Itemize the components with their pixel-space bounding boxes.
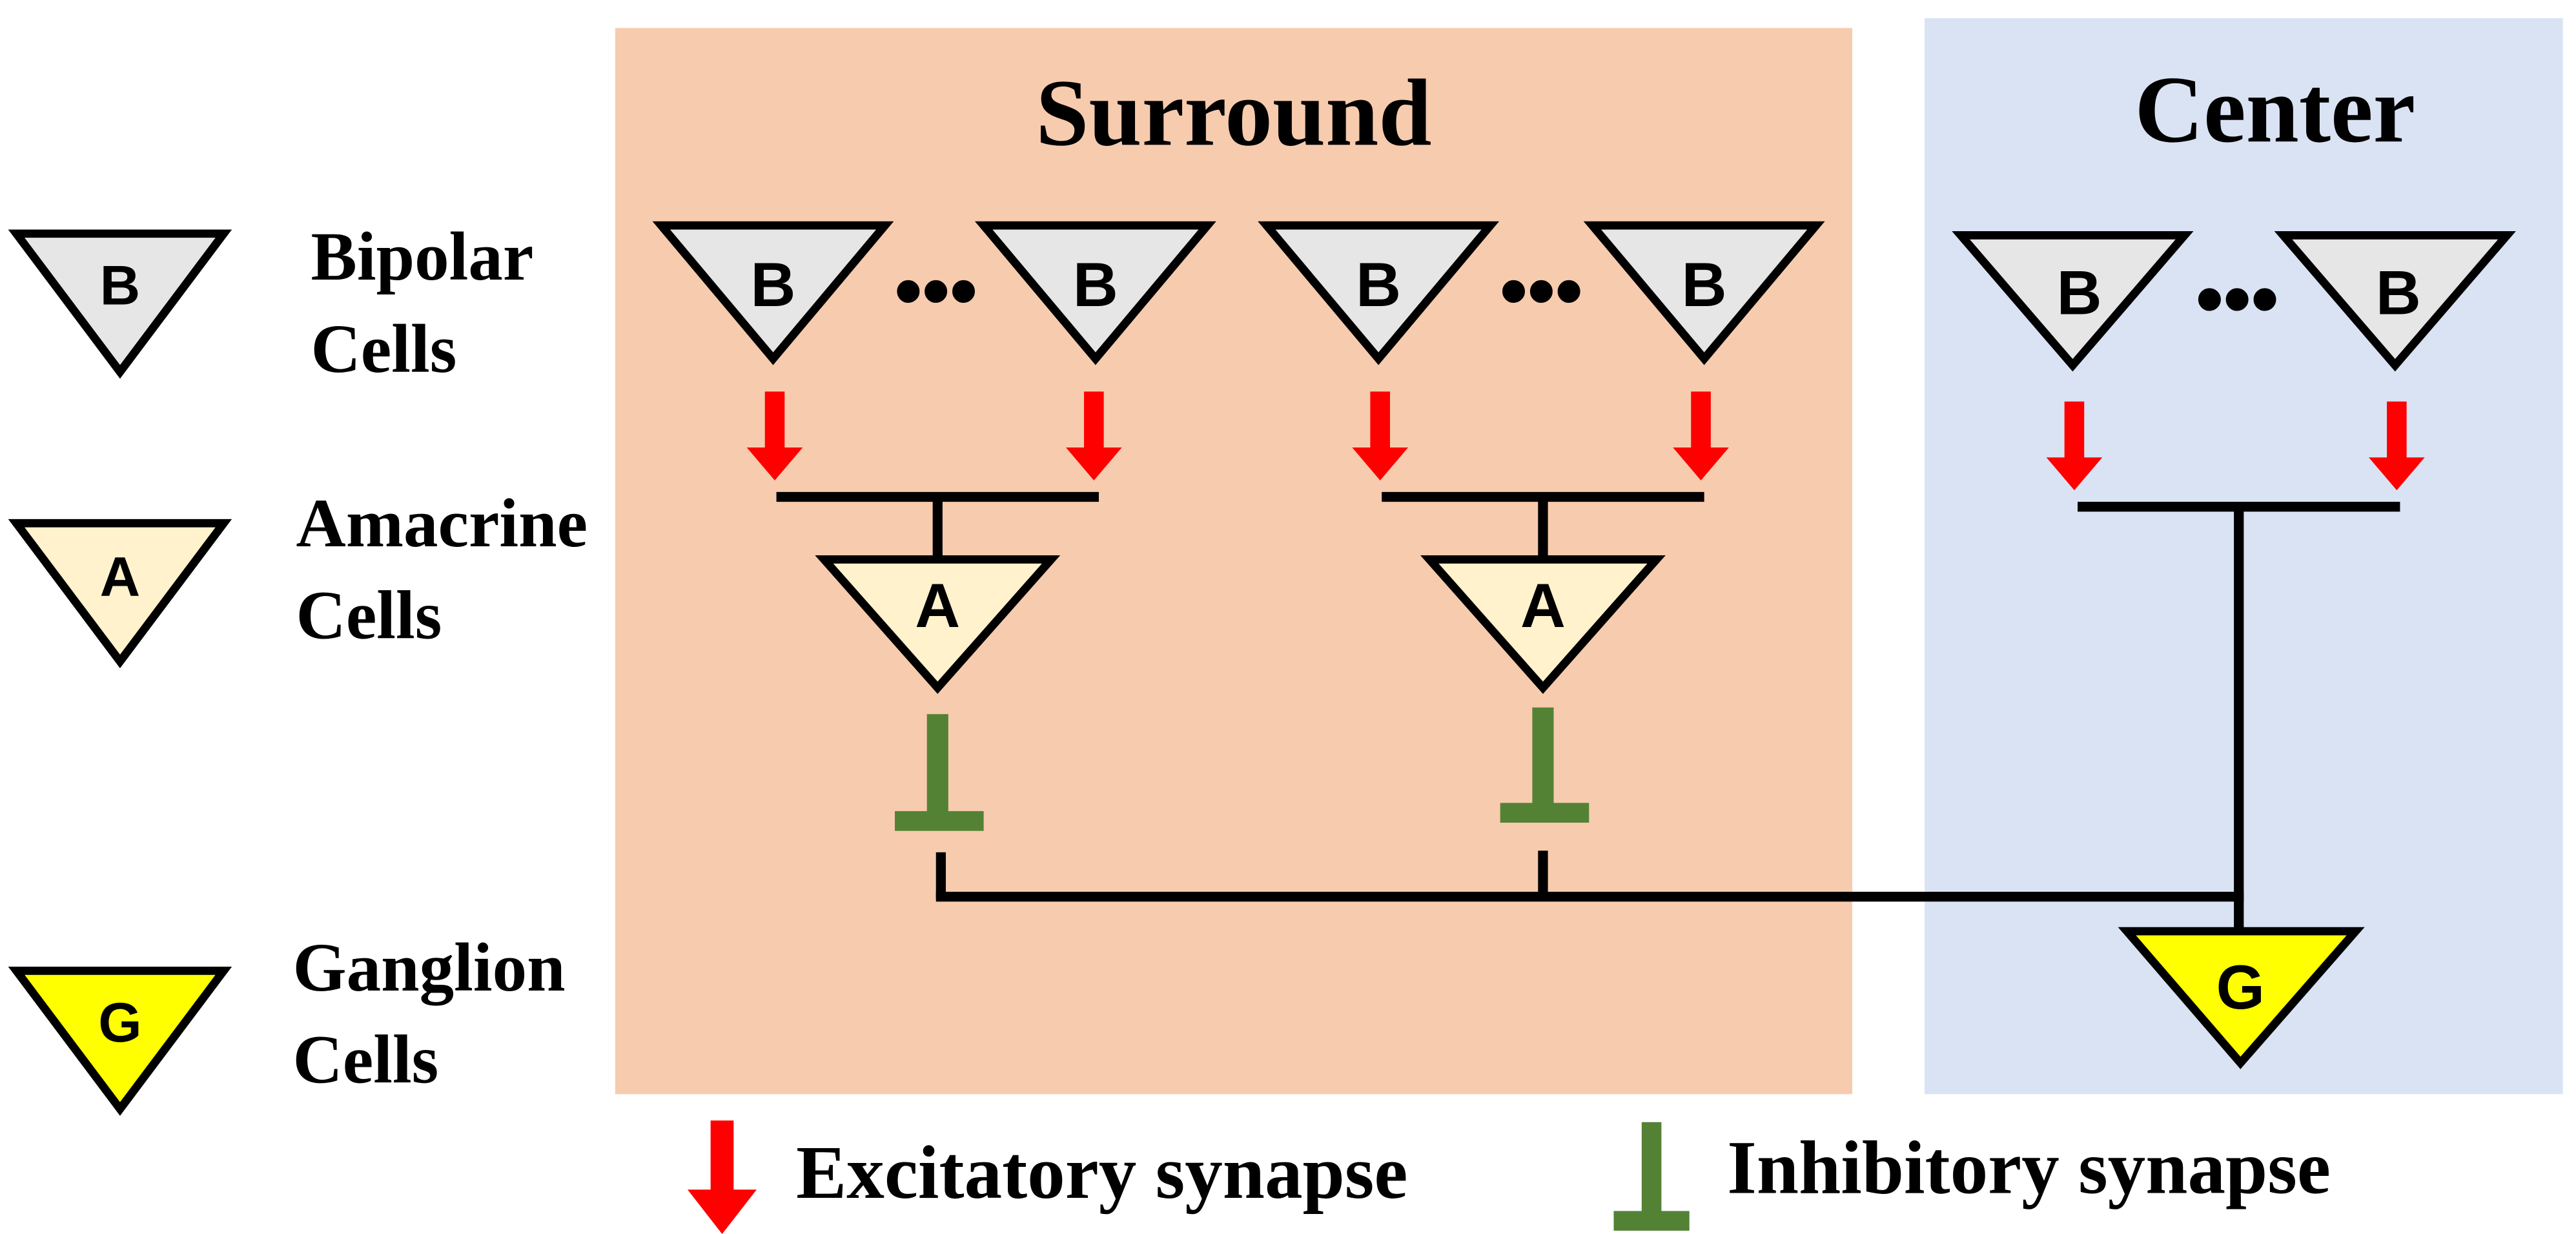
legend-ganglion-triangle xyxy=(8,966,232,1116)
legend-ganglion: G Ganglion Cells xyxy=(8,930,566,1116)
legend-amacrine-label-line2: Cells xyxy=(296,578,442,654)
excitatory-synapse xyxy=(1673,391,1729,481)
legend-ganglion-label-line1: Ganglion xyxy=(292,930,565,1006)
legend-bipolar-triangle xyxy=(8,229,232,379)
amacrine-cell-letter: A xyxy=(915,570,960,641)
bipolar-cell-letter: B xyxy=(1073,249,1118,320)
excitatory-synapse xyxy=(2046,401,2103,491)
excitatory-synapse xyxy=(1066,391,1122,481)
legend-amacrine-triangle xyxy=(8,519,232,668)
excitatory-synapse xyxy=(2369,401,2425,491)
bipolar-ellipsis: ••• xyxy=(1500,246,1582,334)
bipolar-cell xyxy=(652,221,894,365)
amacrine-cell-letter: A xyxy=(1520,570,1566,641)
amacrine-cell xyxy=(1420,555,1666,694)
bipolar-cell-letter: B xyxy=(1356,249,1401,320)
surround-group-2: B ••• B A xyxy=(1258,221,1825,823)
legend-bipolar-letter: B xyxy=(100,254,141,316)
surround-region xyxy=(615,28,1852,1095)
surround-output-wiring xyxy=(935,850,2244,902)
bipolar-cell-letter: B xyxy=(751,249,796,320)
excitatory-synapse xyxy=(746,391,803,481)
bipolar-cell-letter: B xyxy=(1682,249,1727,320)
legend-inhibitory-label: Inhibitory synapse xyxy=(1727,1126,2331,1209)
bipolar-cell xyxy=(1952,231,2194,372)
legend-inhibitory: Inhibitory synapse xyxy=(1613,1122,2331,1231)
legend-bipolar-label-line1: Bipolar xyxy=(311,219,533,295)
ganglion-cell-letter: G xyxy=(2216,952,2265,1022)
amacrine-cell xyxy=(815,555,1061,694)
surround-title: Surround xyxy=(1036,59,1431,165)
bipolar-cell xyxy=(1258,221,1500,365)
ganglion-cell xyxy=(2118,927,2365,1069)
center-group: B ••• B G xyxy=(1952,231,2516,1069)
bipolar-cell xyxy=(2274,231,2516,372)
legend-bipolar: B Bipolar Cells xyxy=(8,219,533,387)
legend-bipolar-label-line2: Cells xyxy=(311,311,456,387)
bipolar-cell xyxy=(1583,221,1825,365)
surround-group-1: B ••• B A xyxy=(652,221,1216,831)
legend-excitatory-label: Excitatory synapse xyxy=(796,1131,1407,1215)
legend-excitatory: Excitatory synapse xyxy=(687,1120,1407,1234)
bipolar-cell xyxy=(974,221,1216,365)
legend-ganglion-label-line2: Cells xyxy=(292,1022,438,1098)
bipolar-ellipsis: ••• xyxy=(895,246,977,334)
legend-amacrine: A Amacrine Cells xyxy=(8,486,588,668)
center-title: Center xyxy=(2134,56,2415,162)
legend-amacrine-letter: A xyxy=(100,546,141,608)
bipolar-cell-letter: B xyxy=(2057,258,2102,328)
bipolar-ellipsis: ••• xyxy=(2196,254,2278,343)
legend-amacrine-label-line1: Amacrine xyxy=(296,486,588,562)
excitatory-synapse xyxy=(1352,391,1409,481)
bipolar-cell-letter: B xyxy=(2376,258,2421,328)
legend-ganglion-letter: G xyxy=(98,992,141,1054)
excitatory-arrow-icon xyxy=(687,1120,757,1234)
